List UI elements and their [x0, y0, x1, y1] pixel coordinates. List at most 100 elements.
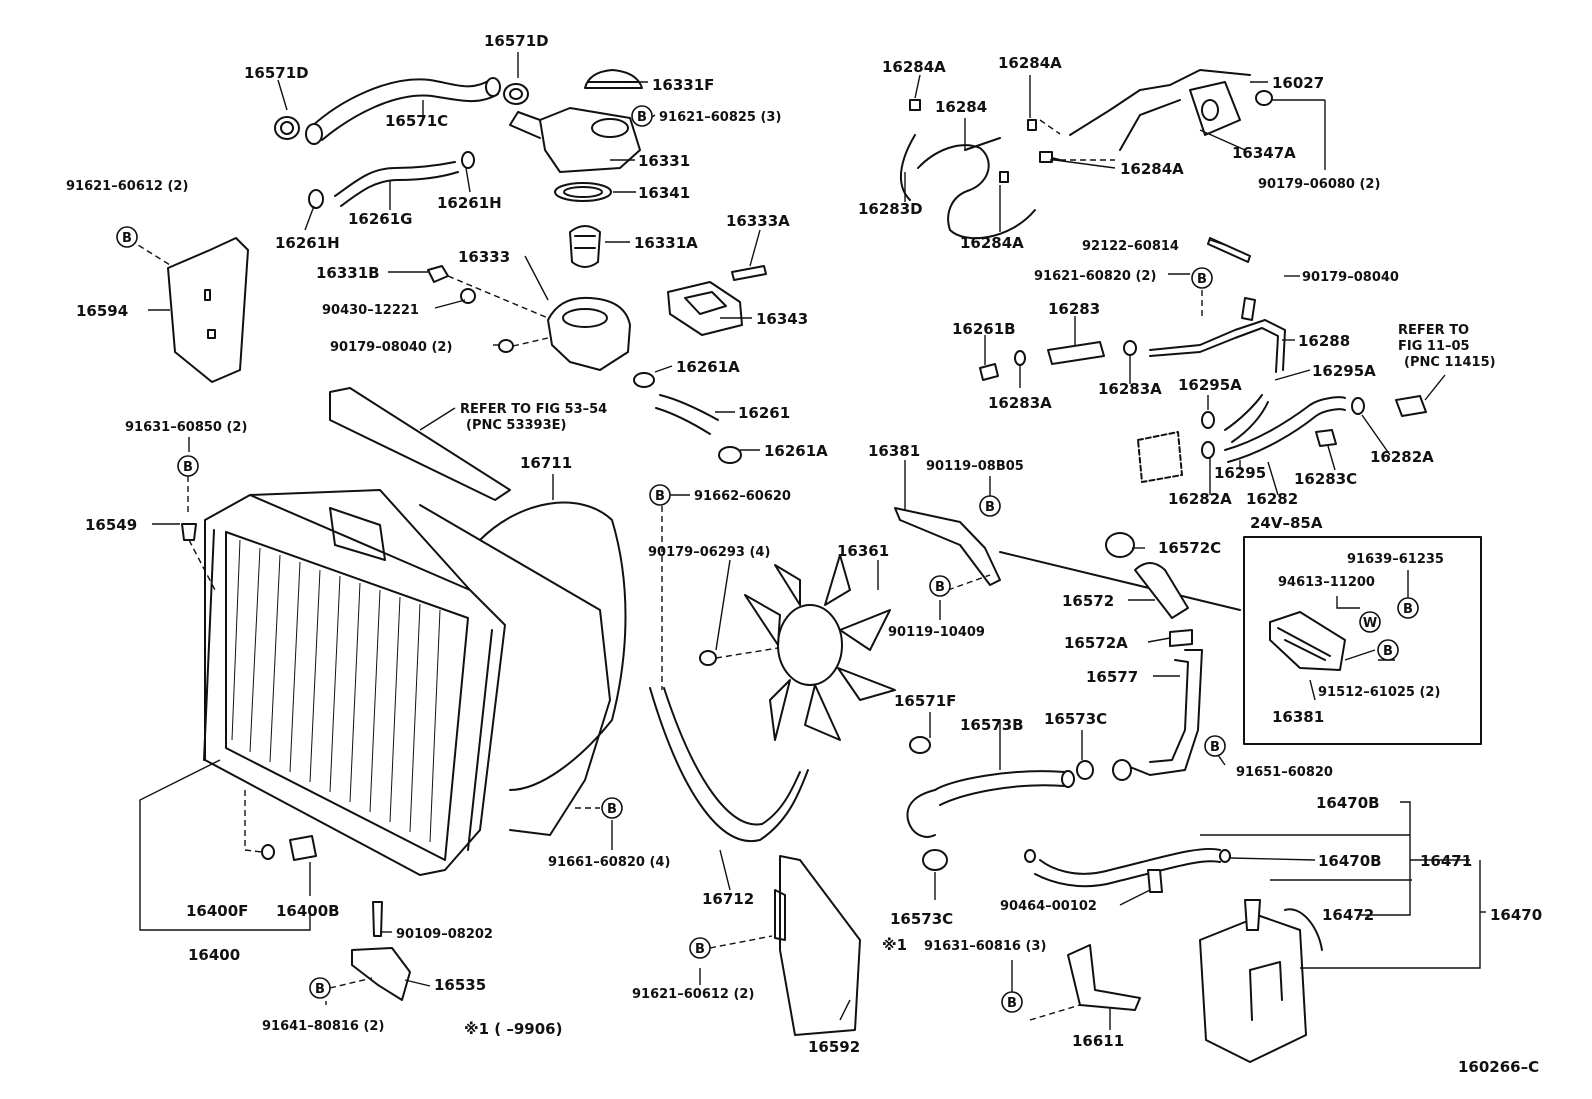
label-92122-60814: 92122–60814	[1082, 239, 1179, 254]
hose-16572	[1105, 532, 1189, 619]
label-91661-60820: 91661–60820 (4)	[548, 855, 670, 870]
hose-16571c	[305, 77, 501, 145]
clamps-16283a	[979, 340, 1137, 381]
label-16381-b: 16381	[1272, 708, 1324, 726]
clamp-16571d-right	[503, 83, 529, 105]
label-refer-fig-11-05: FIG 11–05	[1398, 339, 1470, 354]
cylinder-ref-11-05	[1137, 395, 1427, 483]
label-16282: 16282	[1246, 490, 1298, 508]
label-refer-to: REFER TO	[1398, 323, 1469, 338]
label-refer-fig-53: REFER TO FIG 53–54	[460, 402, 607, 417]
label-16343: 16343	[756, 310, 808, 328]
label-91621-60825: 91621–60825 (3)	[659, 110, 781, 125]
label-90464-00102: 90464–00102	[1000, 899, 1097, 914]
label-16333A: 16333A	[726, 212, 790, 230]
label-90119-08b05: 90119–08B05	[926, 459, 1024, 474]
thermostat-16331a	[569, 225, 601, 268]
outlet-16331	[509, 107, 641, 173]
svg-text:B: B	[315, 982, 325, 997]
clip-16549	[181, 523, 216, 591]
label-16571D-top: 16571D	[484, 32, 549, 50]
label-91662-60620: 91662–60620	[694, 489, 791, 504]
label-91621-60612-b: 91621–60612 (2)	[632, 987, 754, 1002]
label-16283A-b: 16283A	[1098, 380, 1162, 398]
bracket-ref-53	[329, 387, 511, 501]
label-90179-08040-a: 90179–08040 (2)	[330, 340, 452, 355]
label-16470: 16470	[1490, 906, 1542, 924]
bolt-marker-91641: B	[309, 977, 331, 999]
label-16470B-a: 16470B	[1316, 794, 1380, 812]
fan-16361	[744, 554, 896, 741]
bolt-marker-91621-60612-a: B	[116, 226, 138, 248]
label-16261G: 16261G	[348, 210, 413, 228]
label-16341: 16341	[638, 184, 690, 202]
bolt-marker-91512: B	[1377, 639, 1399, 661]
stud-16333a	[731, 265, 767, 281]
label-16283D: 16283D	[858, 200, 923, 218]
label-16284A-d: 16284A	[960, 234, 1024, 252]
label-91631-60816: 91631–60816 (3)	[924, 939, 1046, 954]
label-90179-08040-b: 90179–08040	[1302, 270, 1399, 285]
label-90179-06293: 90179–06293 (4)	[648, 545, 770, 560]
plug-90179-08040	[498, 337, 549, 353]
bolt-marker-90119-08b05: B	[979, 495, 1001, 517]
label-90109-08202: 90109–08202	[396, 927, 493, 942]
svg-text:B: B	[1007, 996, 1017, 1011]
label-16381-a: 16381	[868, 442, 920, 460]
svg-text:B: B	[607, 802, 617, 817]
clamp-16261h	[308, 151, 475, 209]
shroud-lower-16712	[649, 687, 809, 843]
svg-text:B: B	[1197, 272, 1207, 287]
label-91651-60820: 91651–60820	[1236, 765, 1333, 780]
label-91621-60612-a: 91621–60612 (2)	[66, 179, 188, 194]
cap-16331f	[584, 69, 643, 89]
washer-marker-94613: W	[1359, 611, 1381, 633]
hoses-16295	[1224, 394, 1346, 463]
part-labels: 16571D 16571D 16571C 16331F 91621–60825 …	[66, 32, 1542, 1076]
svg-text:B: B	[1210, 740, 1220, 755]
bolt-marker-91621-60825: B	[631, 105, 653, 127]
label-16295A-b: 16295A	[1312, 362, 1376, 380]
label-16549: 16549	[85, 516, 137, 534]
svg-text:B: B	[695, 942, 705, 957]
shroud-16711	[419, 501, 627, 836]
label-refer-pnc-11415: (PNC 11415)	[1404, 355, 1496, 370]
label-16712: 16712	[702, 890, 754, 908]
svg-text:B: B	[985, 500, 995, 515]
label-16261B: 16261B	[952, 320, 1016, 338]
label-16027: 16027	[1272, 74, 1324, 92]
pipe-16577	[1112, 649, 1203, 781]
hose-16470b	[1024, 847, 1231, 888]
hose-16283	[1047, 341, 1105, 365]
label-16261: 16261	[738, 404, 790, 422]
clamp-16572a	[1169, 629, 1193, 647]
cover-16592	[774, 855, 861, 1036]
label-16594: 16594	[76, 302, 128, 320]
label-16261A-b: 16261A	[764, 442, 828, 460]
label-16573B: 16573B	[960, 716, 1024, 734]
bolt-marker-91661: B	[601, 797, 623, 819]
bolt-marker-91651: B	[1204, 735, 1226, 757]
label-94613-11200: 94613–11200	[1278, 575, 1375, 590]
label-16283A-a: 16283A	[988, 394, 1052, 412]
pipe-16288	[1149, 237, 1286, 373]
alternator-box-24v	[1243, 536, 1482, 745]
label-16571D-left: 16571D	[244, 64, 309, 82]
gasket-16341	[554, 182, 612, 202]
label-16592: 16592	[808, 1038, 860, 1056]
label-16535: 16535	[434, 976, 486, 994]
label-16472: 16472	[1322, 906, 1374, 924]
label-16400: 16400	[188, 946, 240, 964]
label-16361: 16361	[837, 542, 889, 560]
label-16331: 16331	[638, 152, 690, 170]
drain-16400b	[244, 790, 317, 861]
label-16284: 16284	[935, 98, 987, 116]
label-mark-1-note: ※1 ( –9906)	[464, 1020, 562, 1038]
svg-text:B: B	[1403, 602, 1413, 617]
label-16400F: 16400F	[186, 902, 248, 920]
svg-text:B: B	[935, 580, 945, 595]
svg-text:B: B	[655, 489, 665, 504]
label-91512-61025: 91512–61025 (2)	[1318, 685, 1440, 700]
label-90119-10409: 90119–10409	[888, 625, 985, 640]
svg-text:B: B	[1383, 644, 1393, 659]
